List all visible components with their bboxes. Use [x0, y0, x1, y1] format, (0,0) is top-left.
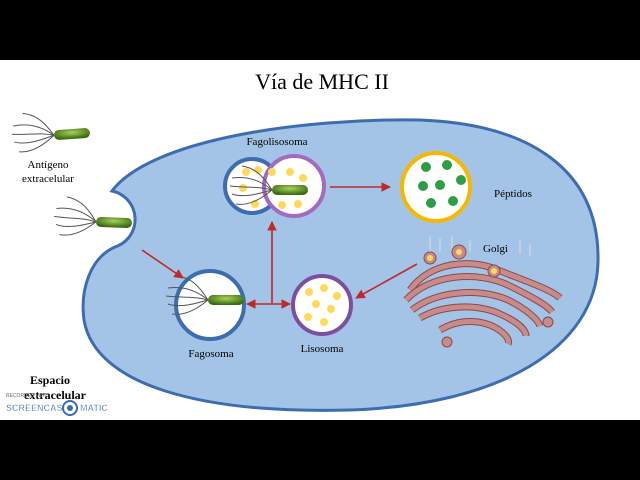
phagosome	[165, 269, 246, 341]
extracellular-space-label-line1: Espacio	[30, 373, 70, 387]
phagolysosome	[223, 154, 326, 218]
pathway-arrows	[141, 182, 418, 309]
phagosome-label: Fagosoma	[188, 348, 233, 360]
phagolysosome-label: Fagolisosoma	[246, 136, 307, 148]
arrow-golgi-to-lysosome	[355, 263, 418, 299]
extracellular-space-label-line2: extracelular	[24, 388, 87, 402]
lysosome	[291, 274, 353, 336]
arrow-notch-to-phagosome	[141, 249, 184, 279]
golgi-apparatus	[403, 236, 563, 348]
cell-membrane	[81, 118, 600, 412]
antigen-label-line1: Antígeno	[28, 159, 69, 171]
lysosome-label: Lisosoma	[301, 343, 344, 355]
peptides-label: Péptidos	[494, 188, 532, 200]
antigen-label-line2: extracelular	[22, 173, 74, 185]
peptides-vesicle	[400, 151, 472, 223]
watermark-recorded-with: RECORDED WITH	[6, 393, 49, 399]
slide-title: Vía de MHC II	[255, 69, 389, 94]
watermark-brand-right: MATIC	[80, 403, 108, 413]
screencast-watermark: RECORDED WITH SCREENCAST MATIC	[6, 393, 109, 416]
watermark-brand-left: SCREENCAST	[6, 403, 69, 413]
golgi-label: Golgi	[483, 243, 508, 255]
